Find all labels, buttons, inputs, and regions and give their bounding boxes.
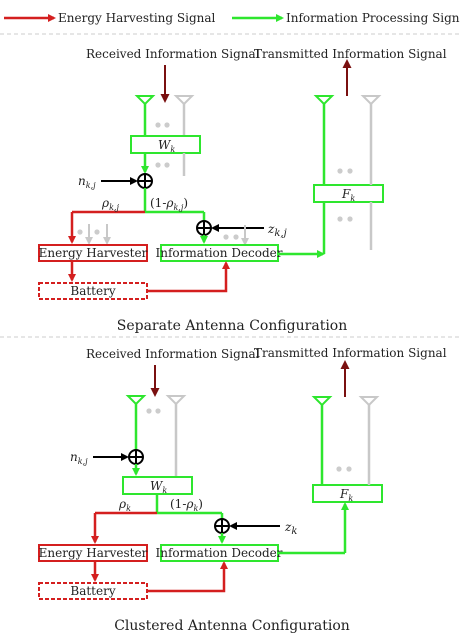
separate-rx-ellipsis [155, 122, 170, 128]
separate-rx-antenna-inactive [173, 95, 195, 136]
separate-rx-antenna-active [134, 95, 156, 136]
clustered-w-label: Wk [150, 479, 167, 495]
separate-tx-antenna-active [313, 95, 335, 185]
separate-harvester-ellipsis [77, 229, 100, 235]
separate-f-label: Fk [341, 187, 355, 203]
separate-battery-label: Battery [70, 284, 115, 298]
separate-configuration: Received Information Signal Transmitted … [38, 47, 447, 334]
separate-received-label: Received Information Signal [86, 47, 260, 61]
separate-decoder-adder [196, 220, 212, 236]
clustered-decoder-adder [214, 518, 230, 534]
clustered-z-label: zk [284, 520, 297, 537]
clustered-caption: Clustered Antenna Configuration [114, 618, 350, 634]
separate-energy-harvester-box [38, 244, 148, 262]
separate-caption: Separate Antenna Configuration [117, 318, 348, 334]
separate-z-label: zk,j [267, 222, 287, 239]
clustered-one-minus-rho-label: (1-ρk) [170, 497, 203, 513]
clustered-energy-harvester-label: Energy Harvester [39, 546, 148, 560]
clustered-f-block [312, 484, 383, 503]
separate-decoder-ellipsis [223, 234, 239, 240]
clustered-information-decoder-label: Information Decoder [155, 546, 282, 560]
separate-noise-adder [137, 173, 153, 189]
clustered-rho-label: ρk [118, 497, 131, 513]
separate-f-block [313, 184, 384, 203]
separate-w-block [130, 135, 201, 154]
clustered-transmitted-label: Transmitted Information Signal [254, 346, 447, 360]
clustered-rx-antenna-active [125, 395, 147, 450]
clustered-tx-antenna-inactive [358, 396, 380, 485]
separate-information-decoder-label: Information Decoder [155, 246, 282, 260]
clustered-f-label: Fk [339, 487, 353, 503]
separate-rho-label: ρk,j [101, 196, 119, 212]
separate-tx-ellipsis [337, 168, 353, 174]
separate-w-ellipsis [155, 162, 170, 168]
clustered-noise-label: nk,j [70, 450, 88, 466]
legend: Energy Harvesting Signal Information Pro… [4, 11, 460, 25]
clustered-tx-antenna-active [311, 396, 333, 485]
separate-battery-to-decoder [147, 261, 230, 293]
clustered-received-label: Received Information Signal [86, 347, 260, 361]
separate-transmitted-label: Transmitted Information Signal [254, 47, 447, 61]
separate-f-ellipsis-lower [337, 216, 353, 222]
clustered-battery-label: Battery [70, 584, 115, 598]
clustered-configuration: Received Information Signal Transmitted … [38, 346, 447, 634]
clustered-energy-harvester-box [38, 544, 148, 562]
separate-energy-harvester-label: Energy Harvester [39, 246, 148, 260]
legend-energy-label: Energy Harvesting Signal [58, 11, 216, 25]
separate-w-label: Wk [158, 138, 175, 154]
separate-tx-antenna-inactive [360, 95, 382, 185]
clustered-noise-adder [128, 449, 144, 465]
clustered-rx-antenna-inactive [165, 395, 187, 476]
clustered-tx-ellipsis [336, 466, 352, 472]
separate-noise-label: nk,j [78, 174, 96, 190]
clustered-battery-to-decoder [147, 561, 228, 593]
separate-one-minus-rho-label: (1-ρk,j) [150, 196, 188, 212]
clustered-rx-ellipsis [146, 408, 161, 414]
legend-information-label: Information Processing Signal [286, 11, 460, 25]
